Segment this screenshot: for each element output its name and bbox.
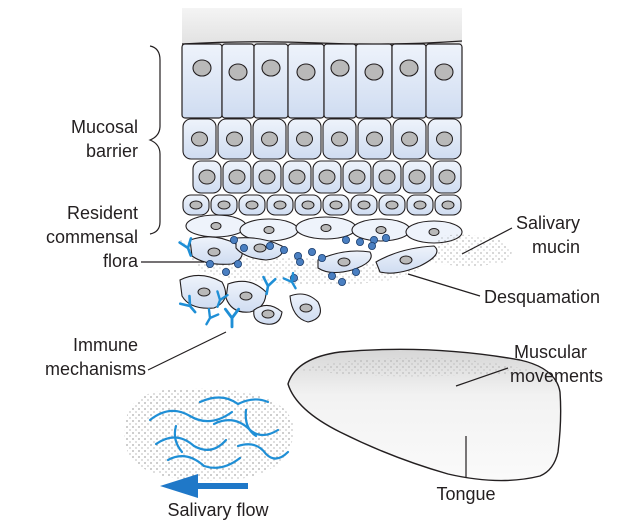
bacterium-icon <box>206 260 213 267</box>
cell-nucleus <box>439 170 455 184</box>
label-flora-line1: Resident <box>67 203 138 223</box>
cell-nucleus <box>262 310 274 318</box>
bacterium-icon <box>382 234 389 241</box>
epithelium-surface <box>182 8 462 44</box>
columnar-cell <box>182 44 222 118</box>
cell-nucleus <box>300 304 312 312</box>
cell-nucleus <box>331 60 349 76</box>
cell-nucleus <box>386 201 398 209</box>
label-mucin-line1: Salivary <box>516 213 580 233</box>
cell-nucleus <box>297 64 315 80</box>
cell-nucleus <box>402 132 418 146</box>
cell-nucleus <box>429 229 439 236</box>
cell-nucleus <box>240 292 252 300</box>
cell-nucleus <box>338 258 350 266</box>
desquamation-leader <box>408 274 480 296</box>
cell-nucleus <box>199 170 215 184</box>
label-mucosal-line1: Mucosal <box>71 117 138 137</box>
cell-nucleus <box>435 64 453 80</box>
label-muscular-line2: movements <box>510 366 603 386</box>
columnar-cell <box>356 44 392 118</box>
bacterium-icon <box>318 254 325 261</box>
label-salivary-flow: Salivary flow <box>167 500 269 520</box>
cell-nucleus <box>367 132 383 146</box>
cell-nucleus <box>262 60 280 76</box>
bacterium-icon <box>240 244 247 251</box>
cell-nucleus <box>198 288 210 296</box>
cell-nucleus <box>246 201 258 209</box>
label-muscular-line1: Muscular <box>514 342 587 362</box>
cell-nucleus <box>414 201 426 209</box>
bacterium-icon <box>368 242 375 249</box>
cell-nucleus <box>297 132 313 146</box>
cell-nucleus <box>376 227 386 234</box>
cell-nucleus <box>330 201 342 209</box>
cell-nucleus <box>254 244 266 252</box>
bacterium-icon <box>328 272 335 279</box>
antibody-icon <box>202 309 219 327</box>
bacterium-icon <box>352 268 359 275</box>
cell-nucleus <box>400 60 418 76</box>
cell-nucleus <box>442 201 454 209</box>
cell-nucleus <box>437 132 453 146</box>
cell-nucleus <box>190 201 202 209</box>
columnar-cell <box>426 44 462 118</box>
bacterium-icon <box>222 268 229 275</box>
cell-nucleus <box>229 170 245 184</box>
bacterium-icon <box>356 238 363 245</box>
label-immune-line1: Immune <box>73 335 138 355</box>
cell-nucleus <box>218 201 230 209</box>
cell-nucleus <box>289 170 305 184</box>
immune-leader <box>148 332 226 370</box>
cell-nucleus <box>365 64 383 80</box>
epithelial-cells <box>182 44 462 243</box>
cell-nucleus <box>262 132 278 146</box>
bacterium-icon <box>342 236 349 243</box>
cell-nucleus <box>319 170 335 184</box>
label-mucin-line2: mucin <box>532 237 580 257</box>
label-mucosal-line2: barrier <box>86 141 138 161</box>
cell-nucleus <box>321 225 331 232</box>
cell-nucleus <box>379 170 395 184</box>
columnar-cell <box>222 44 254 118</box>
cell-nucleus <box>211 223 221 230</box>
cell-nucleus <box>302 201 314 209</box>
label-tongue: Tongue <box>436 484 495 504</box>
bacterium-icon <box>296 258 303 265</box>
cell-nucleus <box>192 132 208 146</box>
cell-nucleus <box>349 170 365 184</box>
columnar-cell <box>392 44 426 118</box>
columnar-cell <box>288 44 324 118</box>
saliva-blob <box>124 388 293 480</box>
label-desquamation: Desquamation <box>484 287 600 307</box>
cell-nucleus <box>409 170 425 184</box>
bacterium-icon <box>230 236 237 243</box>
label-flora-line3: flora <box>103 251 139 271</box>
label-flora-line2: commensal <box>46 227 138 247</box>
cell-nucleus <box>229 64 247 80</box>
cell-nucleus <box>400 256 412 264</box>
columnar-cell <box>324 44 356 118</box>
cell-nucleus <box>208 248 220 256</box>
mucosal-barrier-brace <box>150 46 160 234</box>
columnar-cell <box>254 44 288 118</box>
cell-nucleus <box>264 227 274 234</box>
cell-nucleus <box>358 201 370 209</box>
cell-nucleus <box>193 60 211 76</box>
cell-nucleus <box>227 132 243 146</box>
bacterium-icon <box>338 278 345 285</box>
cell-nucleus <box>332 132 348 146</box>
bacterium-icon <box>280 246 287 253</box>
cell-nucleus <box>274 201 286 209</box>
antibody-icon <box>225 309 238 327</box>
bacterium-icon <box>266 242 273 249</box>
bacterium-icon <box>234 260 241 267</box>
bacterium-icon <box>308 248 315 255</box>
cell-nucleus <box>259 170 275 184</box>
label-immune-line2: mechanisms <box>45 359 146 379</box>
